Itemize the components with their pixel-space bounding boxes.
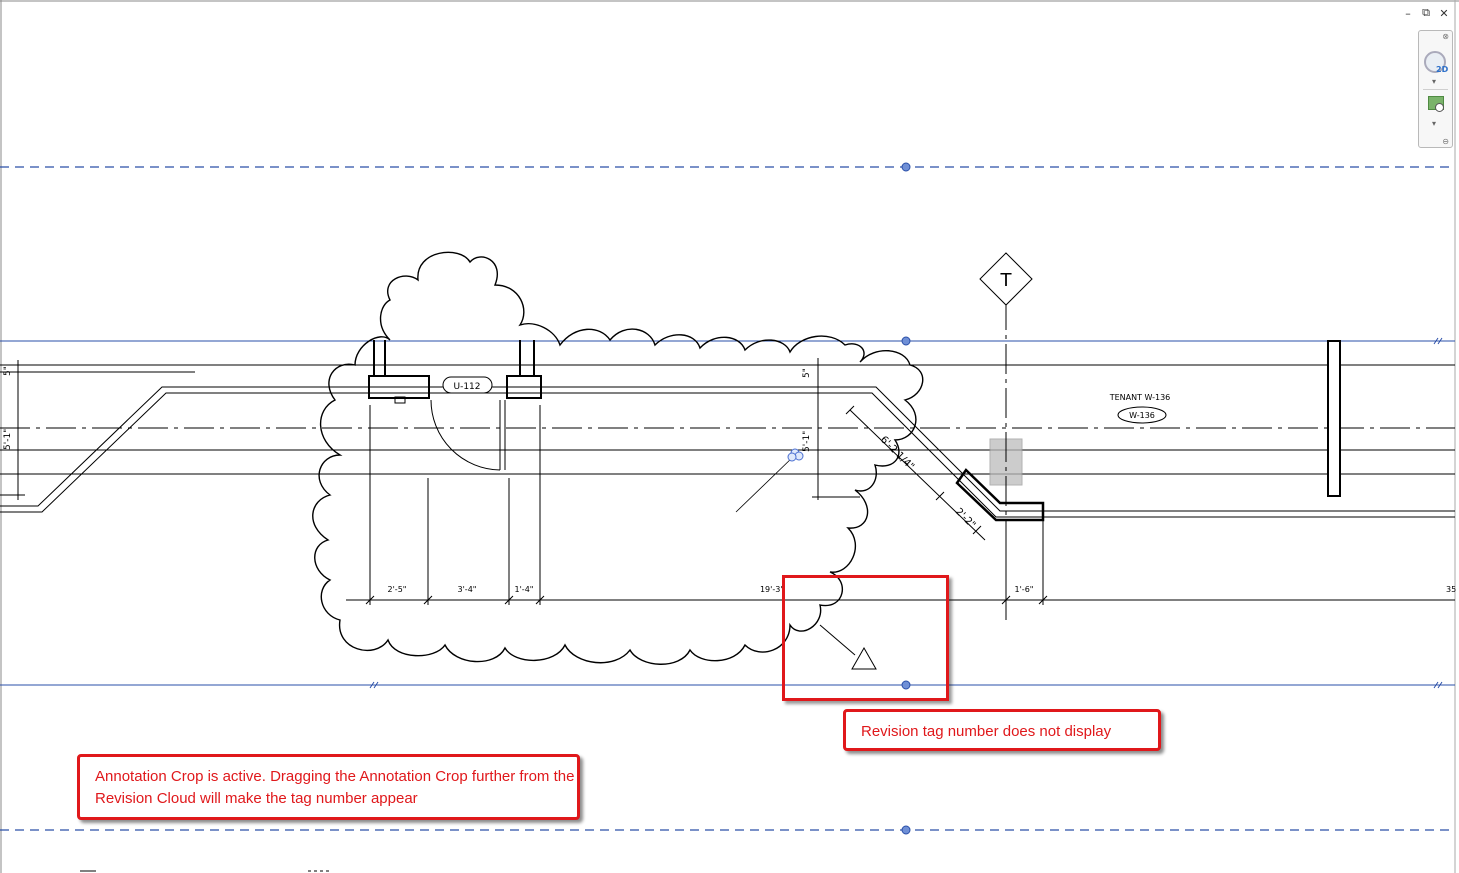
diagonal-dim-ticks xyxy=(845,405,982,535)
dim-5-left: 5" xyxy=(3,366,13,376)
nav-bar-close-icon[interactable]: ⊗ xyxy=(1442,32,1449,41)
room-tag-w136-bubble[interactable] xyxy=(1117,406,1167,424)
cloud-grip-c[interactable] xyxy=(787,452,797,462)
steering-wheel-dropdown-icon[interactable]: ▾ xyxy=(1432,77,1437,86)
dim-1-6: 1'-6" xyxy=(1015,585,1034,594)
nav-separator xyxy=(1423,89,1448,90)
door-sill xyxy=(394,396,406,404)
grid-head-t[interactable] xyxy=(979,252,1033,306)
annotation-crop-callout: Annotation Crop is active. Dragging the … xyxy=(77,754,580,820)
crop-grip-top[interactable] xyxy=(901,162,911,172)
room-tag-u112: U-112 xyxy=(453,382,480,392)
dim-2-5: 2'-5" xyxy=(388,585,407,594)
door-frame-left xyxy=(368,375,430,399)
annotation-crop-callout-text: Annotation Crop is active. Dragging the … xyxy=(95,768,575,807)
break-mark-top-right xyxy=(1433,337,1443,345)
dim-1-4: 1'-4" xyxy=(515,585,534,594)
zoom-dropdown-icon[interactable]: ▾ xyxy=(1432,119,1437,128)
column-right xyxy=(1327,340,1341,497)
revision-tag-leader xyxy=(819,624,856,656)
dim-35: 35 xyxy=(1446,585,1456,594)
tenant-label: TENANT W-136 xyxy=(1109,393,1171,402)
revision-cloud[interactable] xyxy=(312,251,924,665)
dim-2-2: 2'-2" xyxy=(953,506,978,531)
break-mark-bottom-right xyxy=(1433,681,1443,689)
revision-tag-triangle[interactable] xyxy=(851,646,877,670)
room-tag-u112-bubble[interactable] xyxy=(442,376,493,394)
restore-icon[interactable]: ⧉ xyxy=(1422,6,1430,19)
angled-window xyxy=(955,468,1045,522)
door-swing xyxy=(430,399,501,471)
minimize-icon[interactable]: – xyxy=(1405,6,1411,20)
nav-bar-options-icon[interactable]: ⊖ xyxy=(1442,137,1449,146)
close-icon[interactable]: ✕ xyxy=(1439,6,1449,20)
dimension-ticks xyxy=(365,595,1048,605)
revision-tag-highlight xyxy=(782,575,949,701)
revision-tag-callout: Revision tag number does not display xyxy=(843,709,1161,751)
dim-5-1-left: 5'-1" xyxy=(3,429,13,450)
diagonal-dim-line xyxy=(849,409,986,541)
grid-marker-t: T xyxy=(1000,270,1013,291)
steering-wheel-icon[interactable] xyxy=(1424,51,1446,73)
navigation-bar: ⊗ 2D ▾ ▾ ⊖ xyxy=(1418,30,1453,148)
magnifier-icon xyxy=(1435,103,1444,112)
annotation-crop-grip-bottom[interactable] xyxy=(901,680,911,690)
room-tag-w136: W-136 xyxy=(1129,411,1155,420)
break-mark-bottom-left xyxy=(369,681,379,689)
wall-outer xyxy=(0,386,1455,512)
dim-3-4: 3'-4" xyxy=(458,585,477,594)
dim-19-3: 19'-3" xyxy=(760,585,784,594)
dim-5-right: 5" xyxy=(802,368,812,378)
cloud-leader-stub xyxy=(735,454,796,513)
nav-2d-badge: 2D xyxy=(1436,65,1449,74)
dim-5-1-right: 5'-1" xyxy=(802,431,812,452)
door-frame-right xyxy=(506,375,542,399)
wall-inner xyxy=(0,392,1455,518)
annotation-crop-grip-top[interactable] xyxy=(901,336,911,346)
revision-tag-callout-text: Revision tag number does not display xyxy=(861,723,1112,740)
crop-grip-bottom[interactable] xyxy=(901,825,911,835)
window-controls: – ⧉ ✕ xyxy=(1401,6,1451,20)
